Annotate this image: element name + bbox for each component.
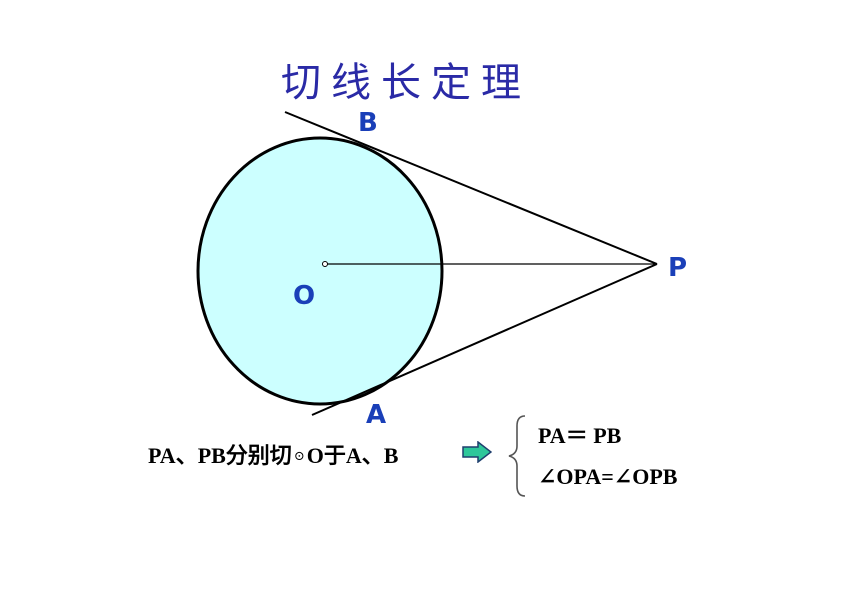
tangent-line-pa — [311, 263, 658, 416]
circle-symbol: ⊙ — [293, 448, 305, 463]
right-arrow-icon — [462, 441, 492, 463]
page-title: 切线长定理 — [281, 60, 531, 106]
circle-o — [196, 136, 444, 406]
premise-text-1: PA、PB分别切 — [148, 443, 292, 468]
tangent-line-pb — [284, 111, 658, 265]
center-point — [322, 261, 328, 267]
conclusion-equal-angles: ∠OPA=∠OPB — [538, 464, 678, 489]
conclusion-equal-tangents: PA＝ PB — [538, 423, 622, 448]
left-brace — [508, 415, 526, 497]
label-b: B — [358, 108, 378, 138]
premise-text-2: O于A、B — [306, 443, 399, 468]
label-a: A — [366, 400, 386, 430]
theorem-premise: PA、PB分别切⊙O于A、B — [148, 438, 398, 470]
label-o: O — [293, 281, 315, 311]
label-p: P — [668, 253, 687, 283]
